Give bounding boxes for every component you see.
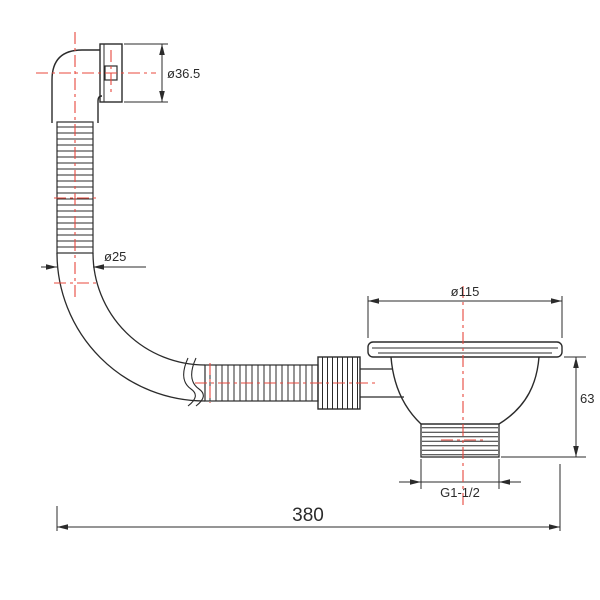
- dim-flange-diameter: [367, 296, 563, 338]
- label-flange-diameter: ø115: [451, 284, 480, 299]
- pipe-break-symbol: [183, 357, 204, 407]
- elbow-inner-profile: [97, 95, 103, 123]
- elbow-outer-profile: [51, 49, 100, 123]
- arrowhead: [573, 446, 579, 457]
- dim-overall-length: [56, 464, 561, 531]
- strainer-flange: [367, 341, 563, 358]
- arrowhead: [57, 524, 68, 530]
- dim-hose-diameter: [41, 264, 146, 270]
- arrowhead: [46, 264, 57, 270]
- centerlines: [36, 32, 485, 508]
- dim-thread-size: [399, 459, 521, 489]
- hose-bend-outer-curve: [56, 252, 206, 402]
- dimension-labels: ø36.5 ø25 ø115 63 G1-1/2 380: [104, 66, 594, 526]
- dim-body-height: [501, 356, 586, 458]
- arrowhead: [410, 479, 421, 485]
- dimensions: [41, 43, 586, 531]
- overflow-spigot: [360, 368, 404, 398]
- label-thread-size: G1-1/2: [440, 485, 480, 500]
- flange-rim: [367, 341, 563, 358]
- arrowhead: [499, 479, 510, 485]
- label-cap-diameter: ø36.5: [167, 66, 200, 81]
- arrowhead: [549, 524, 560, 530]
- break-line-1: [183, 357, 196, 407]
- bowl-left-profile: [390, 356, 422, 425]
- arrowhead: [159, 44, 165, 55]
- arrowhead: [573, 357, 579, 368]
- break-line-2: [191, 357, 204, 407]
- label-body-height: 63: [580, 391, 594, 406]
- bowl-right-profile: [498, 356, 540, 425]
- hose-bend: [56, 252, 206, 402]
- hose-bend-inner-curve: [92, 252, 206, 366]
- arrowhead: [159, 91, 165, 102]
- arrowhead: [368, 298, 379, 304]
- arrowhead: [93, 264, 104, 270]
- label-hose-diameter: ø25: [104, 249, 126, 264]
- arrowhead: [551, 298, 562, 304]
- dim-cap-diameter: [124, 43, 168, 103]
- label-overall-length: 380: [292, 505, 324, 526]
